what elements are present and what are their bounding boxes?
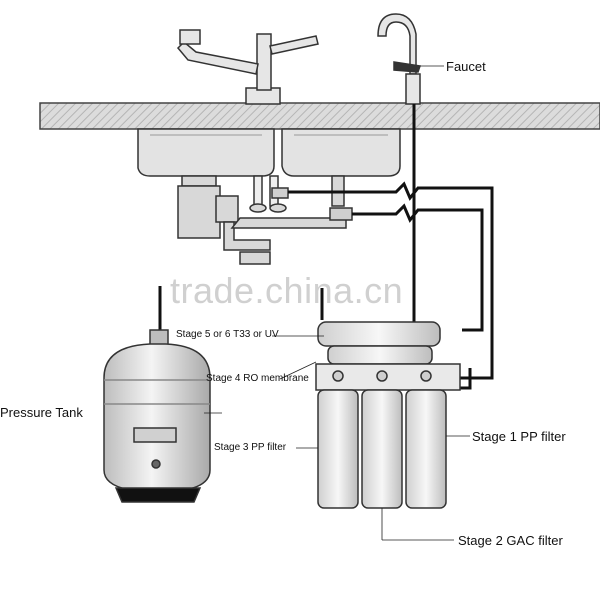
label-faucet: Faucet xyxy=(446,59,486,74)
countertop xyxy=(39,102,600,130)
kitchen-faucet xyxy=(176,29,319,105)
label-stage5: Stage 5 or 6 T33 or UV xyxy=(176,329,279,340)
label-stage4: Stage 4 RO membrane xyxy=(206,373,309,384)
sink xyxy=(137,128,401,177)
label-stage1: Stage 1 PP filter xyxy=(472,429,566,444)
watermark: trade.china.cn xyxy=(170,270,404,311)
filter-rack xyxy=(315,321,461,509)
label-stage3: Stage 3 PP filter xyxy=(214,442,287,453)
tubing xyxy=(158,104,494,390)
drain-assembly xyxy=(177,175,347,265)
ro-faucet xyxy=(377,13,421,105)
label-stage2: Stage 2 GAC filter xyxy=(458,533,563,548)
pressure-tank xyxy=(103,329,211,503)
label-pressure-tank: Pressure Tank xyxy=(0,405,83,420)
leader-lines xyxy=(204,65,470,541)
